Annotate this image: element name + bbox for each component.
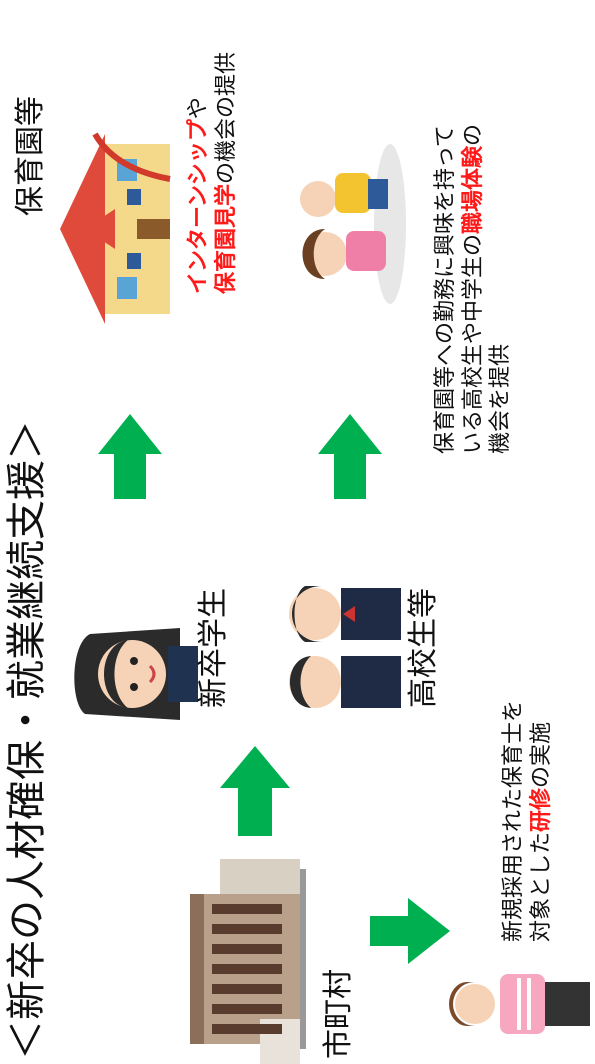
graduate-illustration [74,628,198,720]
experience-caption-line3: 機会を提供 [488,343,513,454]
highschool-students-illustration [289,585,401,708]
arrow-right-intern [98,414,162,499]
arrow-right-graduate [220,746,290,836]
intern-caption-line1: インターンシップや [186,97,211,294]
training-caption-line2: 対象とした研修の実施 [528,721,554,942]
experience-caption: 保育園等への勤務に興味を持って いる高校生や中学生の職場体験の 機会を提供 [432,124,515,454]
experience-caption-line2: いる高校生や中学生の職場体験の [460,123,486,454]
training-caption: 新規採用された保育士を 対象とした研修の実施 [500,700,555,942]
arrow-right-experience [318,414,382,499]
intern-caption: インターンシップや 保育園見学の機会の提供 [185,52,240,294]
arrow-down-city [370,898,450,964]
page-title: ＜新卒の人材確保・就業継続支援＞ [4,420,50,1060]
nursery-label: 保育園等 [13,96,48,216]
highschool-label: 高校生等 [406,588,441,708]
experience-caption-line1: 保育園等への勤務に興味を持って [433,125,458,454]
graduate-label: 新卒学生 [196,588,231,708]
teacher-with-child-illustration [300,144,406,304]
nursery-teacher-illustration [449,974,590,1034]
intern-caption-line2: 保育園見学の機会の提供 [213,51,239,294]
city-hall-illustration [190,859,306,1064]
nursery-building-illustration [60,132,171,324]
training-caption-line1: 新規採用された保育士を [501,699,526,942]
city-label: 市町村 [321,969,356,1059]
